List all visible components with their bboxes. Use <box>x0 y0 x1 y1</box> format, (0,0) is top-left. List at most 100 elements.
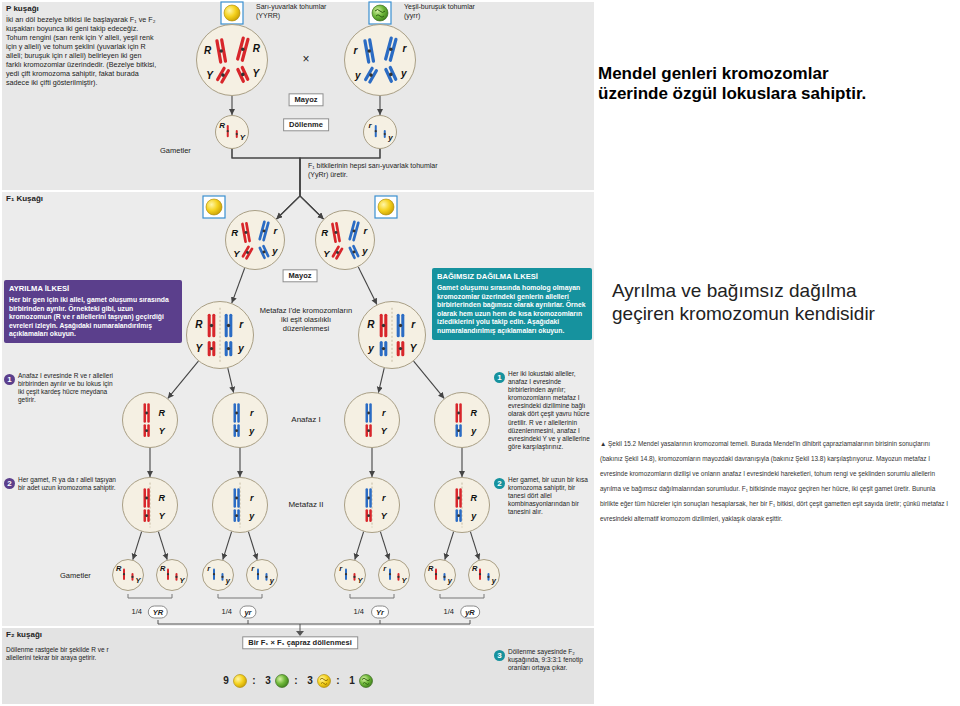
centromere <box>375 130 377 132</box>
connector-arrow <box>380 532 389 560</box>
centromere <box>457 429 460 432</box>
connector-arrow <box>248 532 257 560</box>
centromere <box>145 497 148 500</box>
allele-letter: R <box>472 565 477 573</box>
stage-label: Anafaz I <box>266 415 346 425</box>
gamete-type-oval: Yr <box>371 606 389 619</box>
gamete-label: Gametler <box>60 571 106 580</box>
fraction: 1/4 <box>216 607 232 616</box>
centromere <box>145 514 148 517</box>
cell: rY <box>344 477 400 533</box>
cell: RrYy <box>186 301 254 369</box>
centromere <box>145 412 148 415</box>
chromosome-art <box>215 115 249 149</box>
seed-frame <box>375 196 397 218</box>
centromere <box>389 573 391 575</box>
metaphase-plate <box>220 308 221 362</box>
chromosome-art <box>344 24 416 96</box>
ratio-text: : <box>333 675 343 687</box>
callout-number: 2 <box>494 478 505 489</box>
allele-letter: Y <box>410 344 417 354</box>
fraction: 1/4 <box>126 607 142 616</box>
allele-letter: y <box>448 577 452 585</box>
allele-letter: Y <box>381 426 387 435</box>
cell: ry <box>212 477 268 533</box>
connector-arrow <box>358 267 377 305</box>
allele-letter: R <box>159 494 166 503</box>
allele-letter: r <box>250 409 254 418</box>
allele-letter: y <box>249 426 254 435</box>
allele-letter: r <box>239 320 243 330</box>
allele-letter: R <box>219 122 225 130</box>
centromere <box>241 47 245 51</box>
chromatid <box>213 569 215 579</box>
green-round-seed <box>276 675 289 688</box>
cell: Ry <box>434 477 490 533</box>
seed-wrinkle <box>375 10 385 18</box>
centromere <box>479 573 481 575</box>
allele-letter: Y <box>381 511 387 520</box>
centromere <box>265 576 267 578</box>
gamete-type-oval: YR <box>148 606 168 619</box>
centromere <box>221 576 223 578</box>
centromere <box>345 573 347 575</box>
principle-box: AYRILMA İLKESİHer bir gen için iki allel… <box>4 280 182 343</box>
ratio-text: 9 <box>221 675 231 687</box>
metaphase-plate <box>462 483 463 528</box>
centromere <box>335 231 338 234</box>
allele-letter: y <box>249 511 254 520</box>
ratio-text: : <box>249 675 259 687</box>
centromere <box>175 576 177 578</box>
centromere <box>257 573 259 575</box>
connector-arrow <box>223 532 232 560</box>
chromatid <box>384 131 386 137</box>
band-heading: P kuşağı <box>6 4 39 13</box>
connector-arrow <box>232 149 324 219</box>
chromosome-art <box>315 210 375 270</box>
chromatid <box>443 574 445 580</box>
allele-letter: y <box>471 511 476 520</box>
chromatid <box>167 569 169 579</box>
principle-body: Her bir gen için iki allel, gamet oluşum… <box>9 296 177 339</box>
yellow-round-seed <box>234 675 247 688</box>
centromere <box>367 514 370 517</box>
green-wrinkled-seed <box>372 5 388 21</box>
allele-letter: R <box>116 565 121 573</box>
callout-text: Her iki lokustaki alleller, anafaz I evr… <box>508 370 592 451</box>
allele-letter: R <box>204 46 211 56</box>
centromere <box>353 576 355 578</box>
chromosome-art <box>434 392 490 448</box>
chromatid <box>222 71 228 82</box>
box-text: Mayoz <box>295 95 318 104</box>
centromere <box>145 429 148 432</box>
gamete-type-oval: yr <box>239 606 256 619</box>
allele-letter: r <box>250 494 254 503</box>
band-heading: F₂ kuşağı <box>6 630 42 639</box>
cross-symbol: × <box>298 52 314 66</box>
chromatid <box>370 71 376 82</box>
allele-letter: y <box>492 577 496 585</box>
centromere <box>167 573 169 575</box>
band-ground <box>2 192 594 626</box>
seed-wrinkle <box>362 678 370 684</box>
seed-label: Sarı-yuvarlak tohumlar (YYRR) <box>256 3 336 20</box>
centromere <box>336 251 339 254</box>
allele-letter: R <box>253 44 260 54</box>
connector-arrow <box>355 532 364 560</box>
chromatid <box>345 569 347 579</box>
allele-letter: y <box>270 577 274 585</box>
gamete-bracket <box>128 594 484 598</box>
allele-letter: r <box>403 44 407 54</box>
ratio-text: : <box>291 675 301 687</box>
connector-arrow <box>228 368 234 393</box>
cell: rY <box>344 392 400 448</box>
seed-wrinkle <box>320 678 328 684</box>
centromere <box>227 347 230 350</box>
centromere <box>210 347 213 350</box>
allele-letter: r <box>382 494 386 503</box>
principle-body: Gamet oluşumu sırasında homolog olmayan … <box>437 284 587 336</box>
step-box: Mayoz <box>289 93 324 106</box>
cell: RY <box>156 559 188 591</box>
cell: rryy <box>344 24 416 96</box>
